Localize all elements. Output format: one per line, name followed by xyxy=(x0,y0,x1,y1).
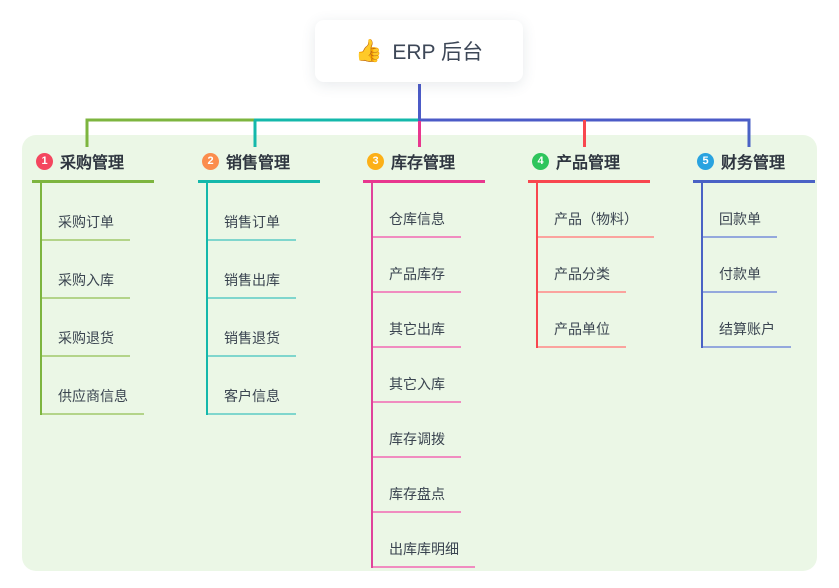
branch-finance-header[interactable]: 5 财务管理 xyxy=(693,146,815,183)
branch-sales-rail xyxy=(206,183,208,415)
branch-purchase-children: 采购订单 采购入库 采购退货 供应商信息 xyxy=(40,183,154,415)
branch-purchase: 1 采购管理 采购订单 采购入库 采购退货 供应商信息 xyxy=(32,146,154,415)
branch-sales-children: 销售订单 销售出库 销售退货 客户信息 xyxy=(206,183,320,415)
node-product-stock[interactable]: 产品库存 xyxy=(371,264,461,293)
root-node-erp-backend[interactable]: 👍 ERP 后台 xyxy=(315,20,523,82)
root-node-label: ERP 后台 xyxy=(392,41,484,64)
node-purchase-order[interactable]: 采购订单 xyxy=(40,212,130,241)
node-sales-return[interactable]: 销售退货 xyxy=(206,328,296,357)
branch-finance-label: 财务管理 xyxy=(721,155,786,172)
node-receipt-order[interactable]: 回款单 xyxy=(701,209,777,238)
node-other-inbound[interactable]: 其它入库 xyxy=(371,374,461,403)
branch-product-label: 产品管理 xyxy=(556,155,621,172)
node-sales-order[interactable]: 销售订单 xyxy=(206,212,296,241)
badge-number-5-icon: 5 xyxy=(697,152,714,170)
node-product-material[interactable]: 产品（物料） xyxy=(536,209,654,238)
badge-number-2-icon: 2 xyxy=(202,152,219,170)
branch-purchase-rail xyxy=(40,183,42,415)
branch-sales-label: 销售管理 xyxy=(226,155,291,172)
node-settlement-account[interactable]: 结算账户 xyxy=(701,319,791,348)
branch-sales: 2 销售管理 销售订单 销售出库 销售退货 客户信息 xyxy=(198,146,320,415)
branch-inventory: 3 库存管理 仓库信息 产品库存 其它出库 其它入库 库存调拨 库存盘点 出库库… xyxy=(363,146,485,568)
branch-inventory-children: 仓库信息 产品库存 其它出库 其它入库 库存调拨 库存盘点 出库库明细 xyxy=(371,183,485,568)
badge-number-1-icon: 1 xyxy=(36,152,53,170)
branch-inventory-header[interactable]: 3 库存管理 xyxy=(363,146,485,183)
node-payment-order[interactable]: 付款单 xyxy=(701,264,777,293)
branch-finance-children: 回款单 付款单 结算账户 xyxy=(701,183,815,348)
branch-inventory-rail xyxy=(371,183,373,568)
branch-product: 4 产品管理 产品（物料） 产品分类 产品单位 xyxy=(528,146,654,348)
node-supplier-info[interactable]: 供应商信息 xyxy=(40,386,144,415)
badge-number-4-icon: 4 xyxy=(532,152,549,170)
node-stock-transfer[interactable]: 库存调拨 xyxy=(371,429,461,458)
node-warehouse-info[interactable]: 仓库信息 xyxy=(371,209,461,238)
node-purchase-return[interactable]: 采购退货 xyxy=(40,328,130,357)
branch-purchase-header[interactable]: 1 采购管理 xyxy=(32,146,154,183)
node-product-unit[interactable]: 产品单位 xyxy=(536,319,626,348)
branch-sales-header[interactable]: 2 销售管理 xyxy=(198,146,320,183)
mindmap-background-panel xyxy=(22,135,817,571)
branch-product-header[interactable]: 4 产品管理 xyxy=(528,146,650,183)
node-outbound-detail[interactable]: 出库库明细 xyxy=(371,539,475,568)
node-customer-info[interactable]: 客户信息 xyxy=(206,386,296,415)
branch-inventory-label: 库存管理 xyxy=(391,155,456,172)
node-other-outbound[interactable]: 其它出库 xyxy=(371,319,461,348)
branch-product-children: 产品（物料） 产品分类 产品单位 xyxy=(536,183,654,348)
thumbs-up-icon: 👍 xyxy=(354,38,383,63)
node-product-category[interactable]: 产品分类 xyxy=(536,264,626,293)
branch-product-rail xyxy=(536,183,538,348)
node-purchase-inbound[interactable]: 采购入库 xyxy=(40,270,130,299)
branch-finance: 5 财务管理 回款单 付款单 结算账户 xyxy=(693,146,815,348)
node-sales-outbound[interactable]: 销售出库 xyxy=(206,270,296,299)
branch-purchase-label: 采购管理 xyxy=(60,155,125,172)
node-stock-taking[interactable]: 库存盘点 xyxy=(371,484,461,513)
badge-number-3-icon: 3 xyxy=(367,152,384,170)
branch-finance-rail xyxy=(701,183,703,348)
